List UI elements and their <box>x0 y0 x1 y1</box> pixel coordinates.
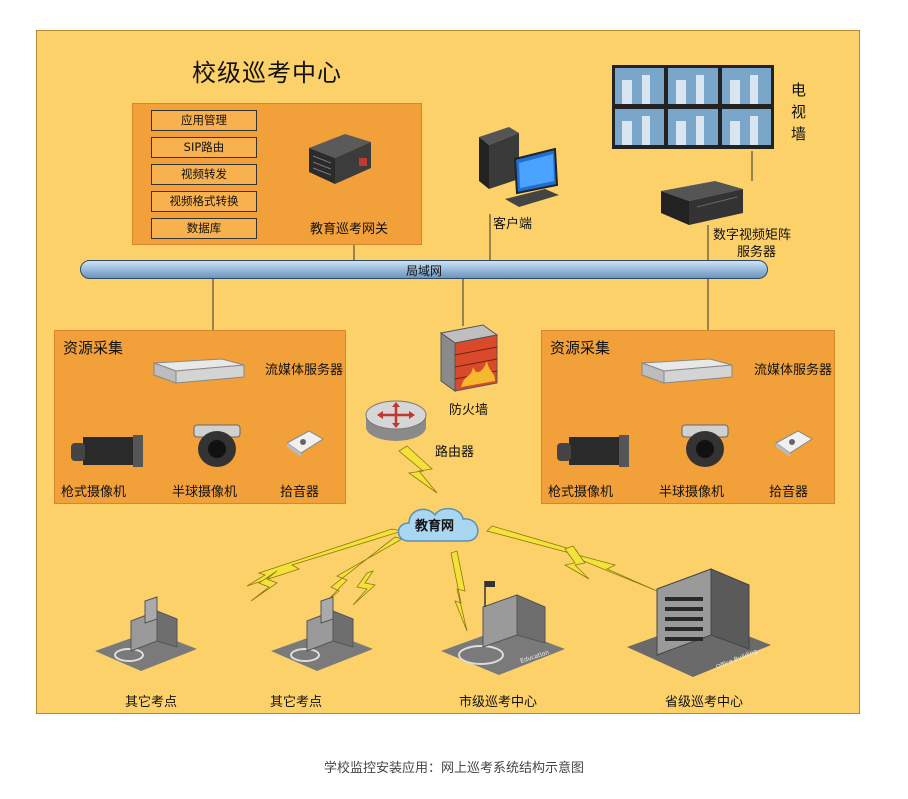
firewall-label: 防火墙 <box>449 403 489 418</box>
module-database: 数据库 <box>151 218 257 239</box>
cloud-label: 教育网 <box>415 519 455 534</box>
left-gun-camera-label: 枪式摄像机 <box>61 485 127 500</box>
site-label-4: 省级巡考中心 <box>665 695 744 710</box>
right-dome-camera-icon <box>681 424 729 467</box>
left-resource-title: 资源采集 <box>63 339 124 357</box>
diagram-canvas: 校级巡考中心 应用管理 SIP路由 视频转发 视频格式转换 数据库 教育巡考网关… <box>36 30 860 714</box>
right-streaming-server-icon <box>641 358 733 384</box>
left-streaming-server-icon <box>153 358 245 384</box>
site-building-4-icon: Office Building <box>627 568 771 677</box>
left-gun-camera-icon <box>71 435 143 467</box>
right-microphone-label: 拾音器 <box>769 485 809 500</box>
router-label: 路由器 <box>435 445 475 460</box>
module-video-forwarding: 视频转发 <box>151 164 257 185</box>
site-building-2-icon <box>271 596 373 671</box>
tv-wall-label: 电视墙 <box>791 81 807 143</box>
right-resource-panel: 资源采集 流媒体服务器 枪式摄像机 半球摄像机 拾音器 <box>541 330 835 504</box>
module-video-format-conversion: 视频格式转换 <box>151 191 257 212</box>
right-streaming-server-label: 流媒体服务器 <box>754 363 833 378</box>
left-resource-panel: 资源采集 流媒体服务器 枪式摄像机 半球摄像机 拾音器 <box>54 330 346 504</box>
figure-caption: 学校监控安装应用：网上巡考系统结构示意图 <box>323 761 584 776</box>
module-app-management: 应用管理 <box>151 110 257 131</box>
left-microphone-icon <box>286 430 324 457</box>
matrix-server-icon <box>661 181 743 225</box>
left-dome-camera-icon <box>193 424 241 467</box>
client-computer-icon <box>479 127 559 207</box>
left-dome-camera-label: 半球摄像机 <box>172 485 238 500</box>
right-gun-camera-label: 枪式摄像机 <box>548 485 614 500</box>
left-streaming-server-label: 流媒体服务器 <box>265 363 344 378</box>
gateway-panel: 应用管理 SIP路由 视频转发 视频格式转换 数据库 教育巡考网关 <box>132 103 422 245</box>
lan-label: 局域网 <box>405 264 442 278</box>
matrix-label-line1: 数字视频矩阵 <box>713 228 792 243</box>
right-gun-camera-icon <box>557 435 629 467</box>
site-building-3-icon: Education <box>441 581 565 675</box>
gateway-server-icon <box>309 134 371 184</box>
gateway-label: 教育巡考网关 <box>310 222 389 237</box>
tv-wall-icon <box>612 65 774 149</box>
lan-bus: 局域网 <box>80 260 768 279</box>
site-label-1: 其它考点 <box>125 695 178 710</box>
education-network-cloud-icon <box>397 507 479 542</box>
right-dome-camera-label: 半球摄像机 <box>659 485 725 500</box>
matrix-label-line2: 服务器 <box>737 245 777 260</box>
site-label-2: 其它考点 <box>270 695 323 710</box>
client-label: 客户端 <box>493 217 533 232</box>
module-sip-routing: SIP路由 <box>151 137 257 158</box>
router-icon <box>365 400 427 441</box>
firewall-icon <box>439 324 499 392</box>
right-microphone-icon <box>775 430 813 457</box>
left-microphone-label: 拾音器 <box>280 485 320 500</box>
site-building-1-icon <box>95 596 197 671</box>
right-resource-title: 资源采集 <box>550 339 611 357</box>
site-label-3: 市级巡考中心 <box>459 695 538 710</box>
page-title: 校级巡考中心 <box>192 59 342 87</box>
